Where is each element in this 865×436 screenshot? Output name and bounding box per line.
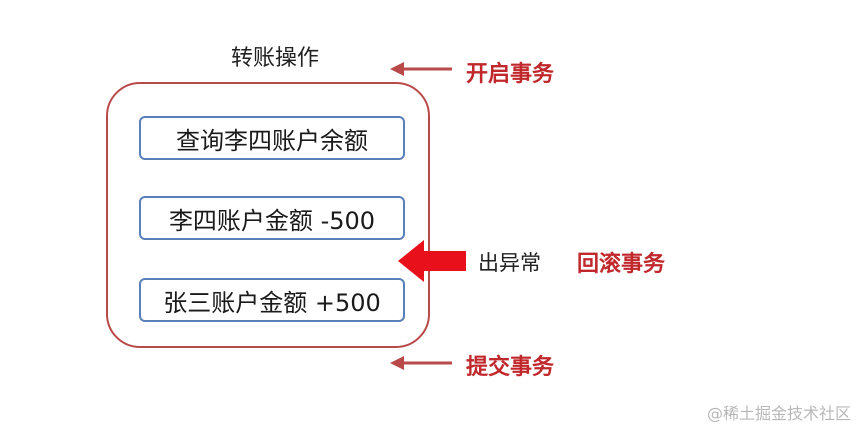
rollback-transaction-label: 回滚事务: [577, 252, 666, 277]
step-query-balance: 查询李四账户余额: [139, 116, 405, 160]
diagram-title: 转账操作: [230, 46, 319, 71]
exception-label: 出异常: [478, 251, 541, 275]
commit-arrow-icon: [390, 356, 452, 370]
transaction-boundary-frame: [106, 82, 430, 348]
commit-transaction-label: 提交事务: [466, 355, 555, 380]
step-debit-account: 李四账户金额 -500: [139, 196, 405, 240]
watermark: @稀土掘金技术社区: [706, 404, 851, 423]
begin-arrow-icon: [390, 62, 452, 76]
step-credit-account: 张三账户金额 +500: [139, 278, 405, 322]
exception-arrow-icon: [398, 240, 466, 282]
begin-transaction-label: 开启事务: [466, 62, 555, 87]
